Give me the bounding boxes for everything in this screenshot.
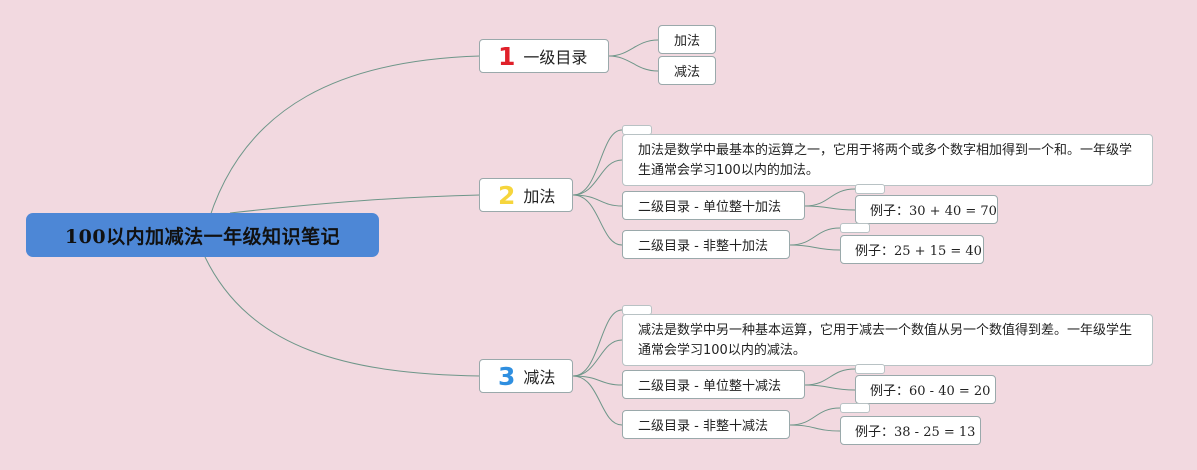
branch-2-example-1[interactable]: 例子：30 + 40 = 70 <box>855 195 998 224</box>
subtopic-3-1-empty-tag <box>855 364 885 374</box>
link-branch-2-tag <box>572 129 623 196</box>
link-sub-3-2-tag <box>789 407 841 426</box>
root-topic[interactable]: 100以内加减法一年级知识笔记 <box>26 213 379 257</box>
link-sub-3-1-example <box>804 384 856 391</box>
branch-2-description[interactable]: 加法是数学中最基本的运算之一，它用于将两个或多个数字相加得到一个和。一年级学生通… <box>622 134 1153 186</box>
subtopic-label: 二级目录 - 单位整十减法 <box>638 379 781 394</box>
branch-2-topic[interactable]: 2 加法 <box>479 178 573 212</box>
number-2-icon: 2 <box>498 180 516 210</box>
subtopic-label: 二级目录 - 单位整十加法 <box>638 200 781 215</box>
subtopic-3-2-empty-tag <box>840 403 870 413</box>
example-text: 例子：38 - 25 = 13 <box>855 425 976 440</box>
example-text: 例子：30 + 40 = 70 <box>870 204 997 219</box>
subtopic-label: 二级目录 - 非整十减法 <box>638 419 768 434</box>
branch-3-example-2[interactable]: 例子：38 - 25 = 13 <box>840 416 981 445</box>
branch-1-label: 一级目录 <box>523 48 588 67</box>
subtopic-label: 二级目录 - 非整十加法 <box>638 239 768 254</box>
link-branch-1-leaf-2 <box>608 55 659 72</box>
branch-2-subtopic-1[interactable]: 二级目录 - 单位整十加法 <box>622 191 805 220</box>
number-1-icon: 1 <box>498 41 516 71</box>
link-root-branch-1 <box>204 55 481 234</box>
leaf-label: 加法 <box>673 34 700 49</box>
branch-3-example-1[interactable]: 例子：60 - 40 = 20 <box>855 375 996 404</box>
link-branch-2-sub-1 <box>572 194 623 207</box>
link-sub-2-2-example <box>789 244 841 251</box>
branch-1-topic[interactable]: 1 一级目录 <box>479 39 609 73</box>
example-text: 例子：25 + 15 = 40 <box>855 244 982 259</box>
link-branch-3-sub-2 <box>572 375 623 426</box>
subtopic-2-1-empty-tag <box>855 184 885 194</box>
branch-2-label: 加法 <box>523 187 556 206</box>
branch-3-description[interactable]: 减法是数学中另一种基本运算，它用于减去一个数值从另一个数值得到差。一年级学生通常… <box>622 314 1153 366</box>
branch-1-leaf-subtraction[interactable]: 减法 <box>658 56 716 85</box>
link-sub-2-1-tag <box>804 188 856 207</box>
link-branch-3-desc <box>572 339 623 377</box>
branch-3-subtopic-2[interactable]: 二级目录 - 非整十减法 <box>622 410 790 439</box>
link-sub-3-2-example <box>789 424 841 432</box>
description-text: 减法是数学中另一种基本运算，它用于减去一个数值从另一个数值得到差。一年级学生通常… <box>638 323 1133 358</box>
example-text: 例子：60 - 40 = 20 <box>870 384 991 399</box>
link-root-branch-2 <box>229 194 481 214</box>
link-sub-2-2-tag <box>789 227 841 246</box>
link-branch-3-tag <box>572 309 623 377</box>
branch-3-subtopic-1[interactable]: 二级目录 - 单位整十减法 <box>622 370 805 399</box>
branch-2-example-2[interactable]: 例子：25 + 15 = 40 <box>840 235 984 264</box>
link-sub-2-1-example <box>804 205 856 211</box>
link-branch-1-leaf-1 <box>608 39 659 57</box>
branch-3-label: 减法 <box>523 368 556 387</box>
subtopic-2-2-empty-tag <box>840 223 870 233</box>
link-branch-2-desc <box>572 159 623 196</box>
number-3-icon: 3 <box>498 361 516 391</box>
leaf-label: 减法 <box>673 65 700 80</box>
branch-2-subtopic-2[interactable]: 二级目录 - 非整十加法 <box>622 230 790 259</box>
link-sub-3-1-tag <box>804 368 856 386</box>
link-branch-2-sub-2 <box>572 194 623 246</box>
root-title: 100以内加减法一年级知识笔记 <box>64 225 341 248</box>
branch-1-leaf-addition[interactable]: 加法 <box>658 25 716 54</box>
branch-3-topic[interactable]: 3 减法 <box>479 359 573 393</box>
link-branch-3-sub-1 <box>572 375 623 386</box>
description-text: 加法是数学中最基本的运算之一，它用于将两个或多个数字相加得到一个和。一年级学生通… <box>638 143 1133 178</box>
link-root-branch-3 <box>204 256 481 377</box>
